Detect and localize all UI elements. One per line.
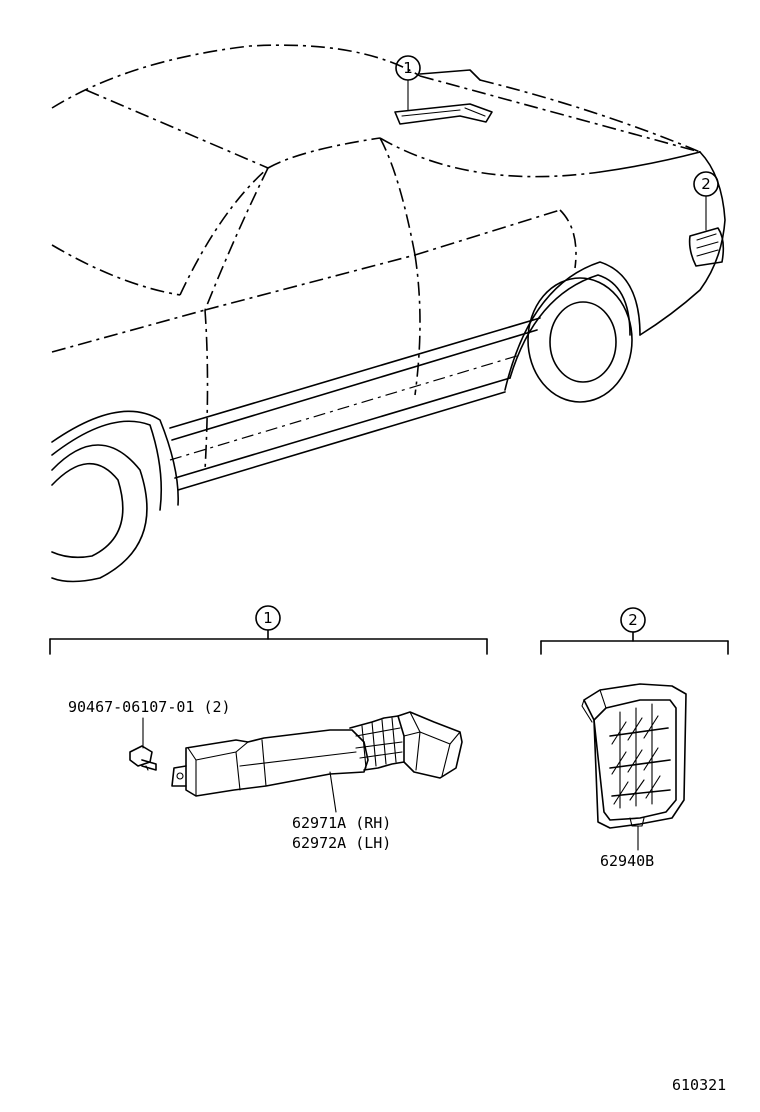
- vent-part: 62940B: [581, 683, 687, 870]
- duct-part-number-lh: 62972A (LH): [292, 834, 391, 852]
- duct-part: 62971A (RH) 62972A (LH): [171, 711, 463, 852]
- callout-1-car-label: 1: [403, 59, 413, 77]
- group-2-bracket: 2: [540, 607, 729, 655]
- bolt-part: 90467-06107-01 (2): [68, 698, 231, 771]
- car-illustration: [51, 44, 726, 583]
- duct-part-number-rh: 62971A (RH): [292, 814, 391, 832]
- figure-number: 610321: [672, 1076, 726, 1094]
- callout-2-car: 2: [693, 171, 719, 231]
- group-1-label: 1: [263, 609, 273, 627]
- group-2-label: 2: [628, 611, 638, 629]
- callout-1-car: 1: [395, 55, 421, 111]
- bolt-part-number: 90467-06107-01 (2): [68, 698, 231, 716]
- group-1-bracket: 1: [49, 605, 488, 655]
- callout-2-car-label: 2: [701, 175, 711, 193]
- vent-part-number: 62940B: [600, 852, 654, 870]
